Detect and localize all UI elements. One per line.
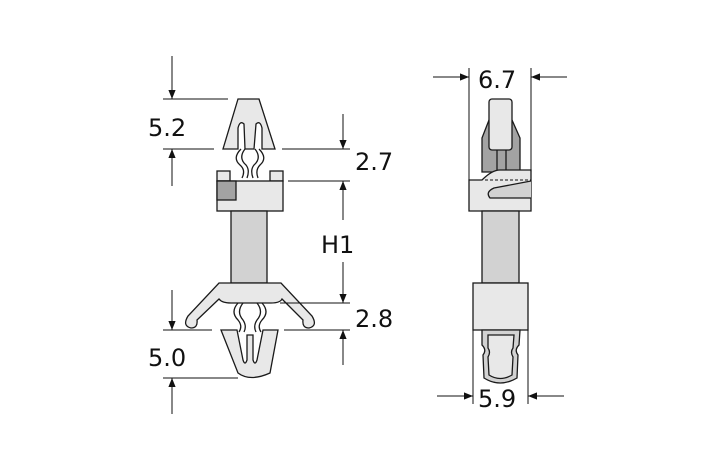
dimension-label-6-7: 6.7 bbox=[478, 66, 516, 94]
spacer-side-part bbox=[184, 98, 316, 379]
side-view: 5.2 2.7 H1 2.8 5.0 bbox=[148, 56, 393, 414]
dimension-lower-gap: 2.8 bbox=[280, 262, 393, 365]
collar-insert bbox=[216, 180, 237, 201]
collar-slot bbox=[487, 180, 532, 199]
collar-tab-left bbox=[216, 170, 231, 182]
top-arrowhead bbox=[222, 98, 276, 150]
front-view: 6.7 5.9 bbox=[433, 66, 567, 413]
dimension-top-width: 6.7 bbox=[433, 66, 567, 180]
lower-block bbox=[472, 282, 529, 331]
collar-tab-right bbox=[269, 170, 284, 182]
dimension-label-5-2: 5.2 bbox=[148, 114, 186, 142]
shaft bbox=[481, 210, 520, 284]
upper-spring-legs bbox=[235, 148, 265, 179]
spacer-front-part bbox=[468, 98, 532, 384]
dimension-bottom-width: 5.9 bbox=[437, 330, 564, 413]
dimension-label-2-8: 2.8 bbox=[355, 305, 393, 333]
lower-spring-legs bbox=[233, 302, 267, 333]
shaft bbox=[230, 210, 268, 284]
top-block bbox=[488, 98, 513, 151]
bottom-arrowhead bbox=[220, 329, 279, 379]
dimension-bottom-tip-height: 5.0 bbox=[148, 290, 238, 414]
dimension-top-head-height: 5.2 bbox=[148, 56, 228, 186]
dimension-label-2-7: 2.7 bbox=[355, 148, 393, 176]
bottom-flange bbox=[184, 282, 316, 329]
dimension-label-5-9: 5.9 bbox=[478, 385, 516, 413]
dimension-label-h1: H1 bbox=[321, 231, 354, 259]
dimension-label-5-0: 5.0 bbox=[148, 344, 186, 372]
dimension-upper-gap: 2.7 bbox=[282, 114, 393, 220]
